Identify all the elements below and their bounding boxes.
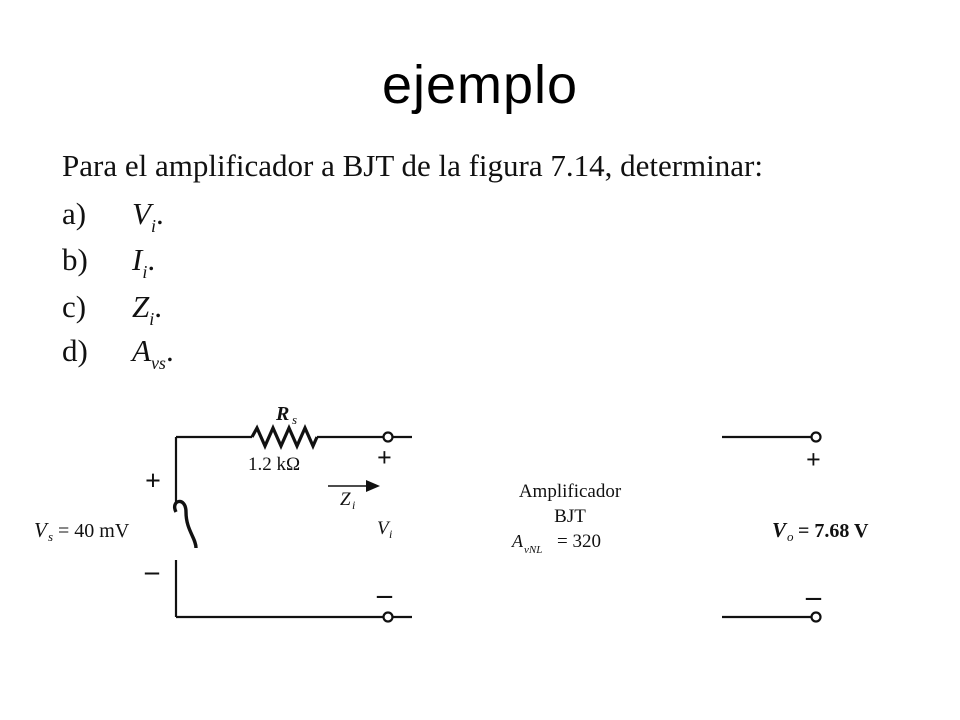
rs-subscript: s (292, 412, 297, 427)
problem-item-b: b) Ii. (62, 242, 156, 282)
problem-item-c: c) Zi. (62, 289, 163, 329)
output-terminal-minus (810, 611, 822, 623)
gain-symbol: A (511, 531, 524, 551)
output-minus-sign: – (805, 580, 822, 613)
item-end: . (155, 196, 164, 231)
amplifier-type: BJT (554, 506, 586, 527)
input-terminal-plus (382, 431, 394, 443)
zi-arrow-head-icon (366, 480, 380, 492)
item-end: . (165, 333, 174, 368)
source-plus-sign: + (145, 466, 161, 497)
source-symbol: V (34, 518, 49, 542)
amplifier-name: Amplificador (519, 481, 622, 502)
rs-symbol: R (275, 403, 289, 425)
item-subscript: i (142, 262, 148, 282)
item-symbol: V (132, 196, 151, 231)
resistor-rs (250, 424, 319, 450)
gain-subscript: vNL (524, 544, 542, 556)
input-terminal-minus (382, 611, 394, 623)
zi-symbol: Z (340, 489, 351, 510)
item-label: d) (62, 333, 88, 368)
source-minus-sign: – (144, 556, 160, 587)
source-value: = 40 mV (58, 520, 130, 542)
output-terminal-plus (810, 431, 822, 443)
item-label: c) (62, 289, 87, 324)
zi-subscript: i (352, 498, 355, 512)
item-label: a) (62, 196, 87, 231)
slide-title: ejemplo (381, 55, 579, 115)
vo-subscript: o (787, 529, 794, 544)
item-label: b) (62, 242, 88, 277)
vi-subscript: i (389, 527, 392, 541)
vo-symbol: V (772, 518, 788, 542)
item-subscript: i (150, 216, 156, 236)
input-plus-sign: + (377, 443, 392, 472)
item-symbol: Z (132, 289, 150, 324)
item-subscript: vs (150, 353, 166, 373)
problem-item-a: a) Vi. (62, 196, 164, 236)
problem-item-d: d) Avs. (62, 333, 174, 373)
vi-symbol: V (377, 518, 391, 539)
source-subscript: s (48, 529, 53, 544)
item-symbol: I (132, 242, 143, 277)
item-end: . (154, 289, 163, 324)
item-symbol: A (132, 333, 151, 368)
ac-source-icon (173, 499, 198, 549)
rs-value: 1.2 kΩ (248, 454, 300, 475)
output-plus-sign: + (806, 445, 821, 474)
vo-value: = 7.68 V (798, 520, 869, 542)
item-subscript: i (149, 309, 155, 329)
gain-value: = 320 (557, 531, 601, 552)
item-end: . (147, 242, 156, 277)
input-minus-sign: – (376, 578, 393, 611)
problem-prompt: Para el amplificador a BJT de la figura … (62, 148, 763, 183)
